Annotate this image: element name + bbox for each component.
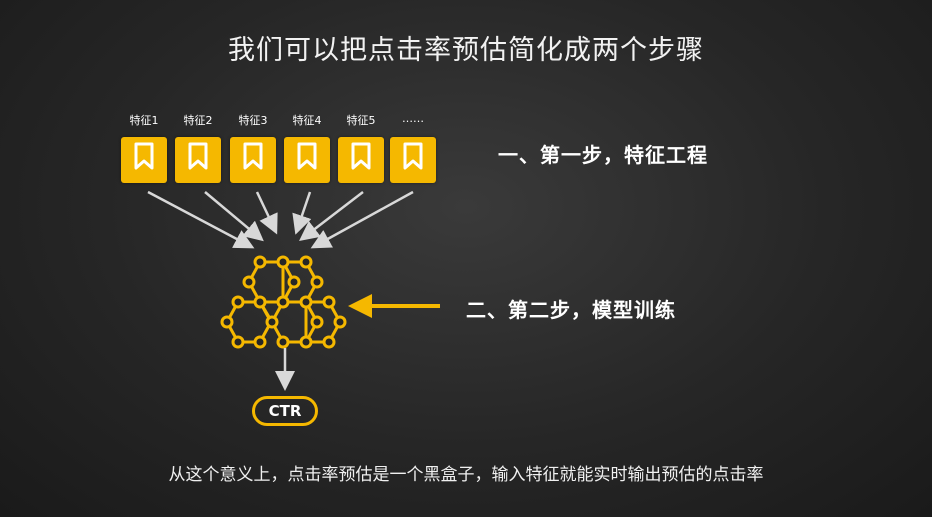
bookmark-icon — [134, 142, 154, 170]
feature-label: 特征2 — [183, 114, 213, 127]
feature-label: 特征3 — [238, 114, 268, 127]
bookmark-icon — [243, 142, 263, 170]
honeycomb-network-icon — [220, 255, 347, 349]
slide-title: 我们可以把点击率预估简化成两个步骤 — [228, 35, 704, 66]
input-arrow — [310, 190, 414, 249]
feature-box — [284, 137, 330, 183]
feature-box — [390, 137, 436, 183]
feature-box — [121, 137, 167, 183]
step-two-label: 二、第二步，模型训练 — [466, 298, 676, 322]
step-one-label: 一、第一步，特征工程 — [498, 143, 708, 167]
ctr-output-badge: CTR — [252, 396, 318, 426]
input-arrow — [147, 190, 255, 249]
bookmark-icon — [188, 142, 208, 170]
input-arrows — [147, 190, 414, 249]
bookmark-icon — [351, 142, 371, 170]
feature-row: 特征1 特征2 特征3 特征4 特征5 …… — [121, 110, 441, 190]
feature-label: 特征1 — [129, 114, 159, 127]
feature-box — [338, 137, 384, 183]
input-arrow — [204, 191, 264, 242]
input-arrow — [299, 191, 364, 242]
feature-box — [230, 137, 276, 183]
input-arrow — [292, 191, 312, 235]
bookmark-icon — [403, 142, 423, 170]
feature-box — [175, 137, 221, 183]
feature-label: …… — [402, 112, 424, 125]
slide-caption: 从这个意义上，点击率预估是一个黑盒子，输入特征就能实时输出预估的点击率 — [168, 465, 764, 485]
bookmark-icon — [297, 142, 317, 170]
input-arrow — [255, 191, 278, 235]
feature-label: 特征4 — [292, 114, 322, 127]
feature-label: 特征5 — [346, 114, 376, 127]
